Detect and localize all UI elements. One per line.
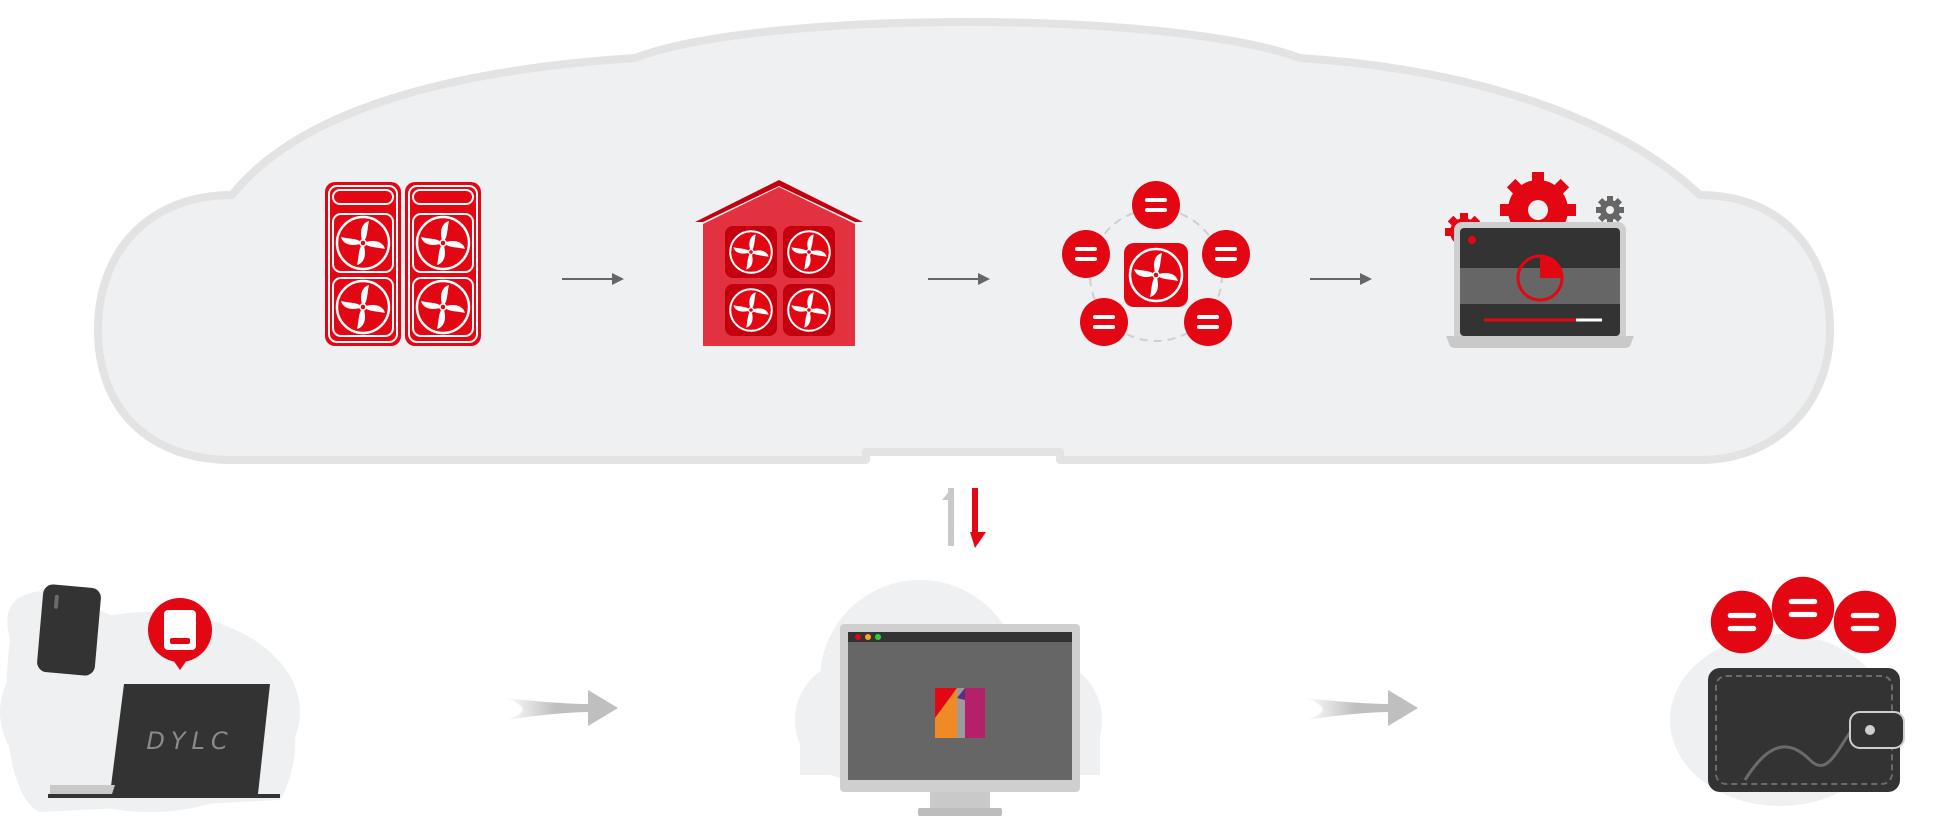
mining-rigs-icon (325, 182, 481, 346)
mining-pool-icon (1062, 181, 1250, 346)
fading-arrow-right-icon (1305, 690, 1418, 726)
document-badge-icon (148, 598, 212, 670)
arrow-right-icon (1310, 273, 1372, 285)
cloud-background (94, 18, 1834, 464)
laptop-screen-text: DYLC (146, 727, 233, 755)
up-down-exchange-arrows-icon (942, 488, 986, 548)
pool-dashboard-laptop-icon (1445, 172, 1634, 348)
gear-icon (1596, 196, 1624, 224)
wallet-with-coins-icon (1670, 576, 1905, 806)
arrow-right-icon (928, 273, 990, 285)
app-logo-icon (935, 688, 985, 738)
monitor-app-icon (795, 580, 1102, 816)
fading-arrow-right-icon (505, 690, 618, 726)
mining-farm-icon (695, 180, 863, 346)
phone-and-laptop-icon: DYLC (0, 584, 300, 812)
arrow-right-icon (562, 273, 624, 285)
